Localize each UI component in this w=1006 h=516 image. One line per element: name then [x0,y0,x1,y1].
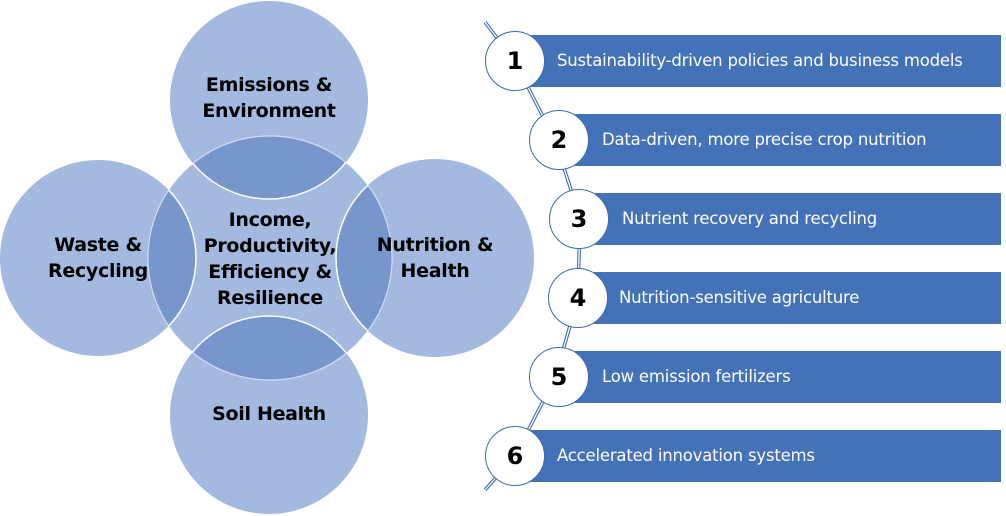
step-label: Sustainability-driven policies and busin… [557,51,963,70]
step-number-2: 2 [529,110,589,170]
step-number-5: 5 [529,347,589,407]
step-number-1: 1 [485,31,545,91]
label-nutrition: Nutrition & Health [376,234,494,282]
step-bar-5: Low emission fertilizers [575,351,1001,403]
step-label: Nutrition-sensitive agriculture [619,288,860,307]
circle-center [148,136,392,380]
step-label: Data-driven, more precise crop nutrition [602,130,927,149]
circle-waste [0,160,196,356]
step-bar-4: Nutrition-sensitive agriculture [594,272,1001,324]
step-label: Low emission fertilizers [602,367,791,386]
step-label: Nutrient recovery and recycling [622,209,878,228]
step-number-6: 6 [485,426,545,486]
step-number-3: 3 [549,189,609,249]
label-soil: Soil Health [212,403,326,425]
circle-nutrition [336,159,534,357]
step-bar-3: Nutrient recovery and recycling [595,193,1001,245]
step-bar-6: Accelerated innovation systems [530,430,1001,482]
step-bar-2: Data-driven, more precise crop nutrition [575,114,1001,166]
step-label: Accelerated innovation systems [557,446,815,465]
step-bar-1: Sustainability-driven policies and busin… [530,35,1001,87]
label-center: Income, Productivity, Efficiency & Resil… [203,209,337,309]
step-number-4: 4 [548,268,608,328]
label-waste: Waste & Recycling [48,234,148,282]
label-emissions: Emissions & Environment [202,74,336,122]
